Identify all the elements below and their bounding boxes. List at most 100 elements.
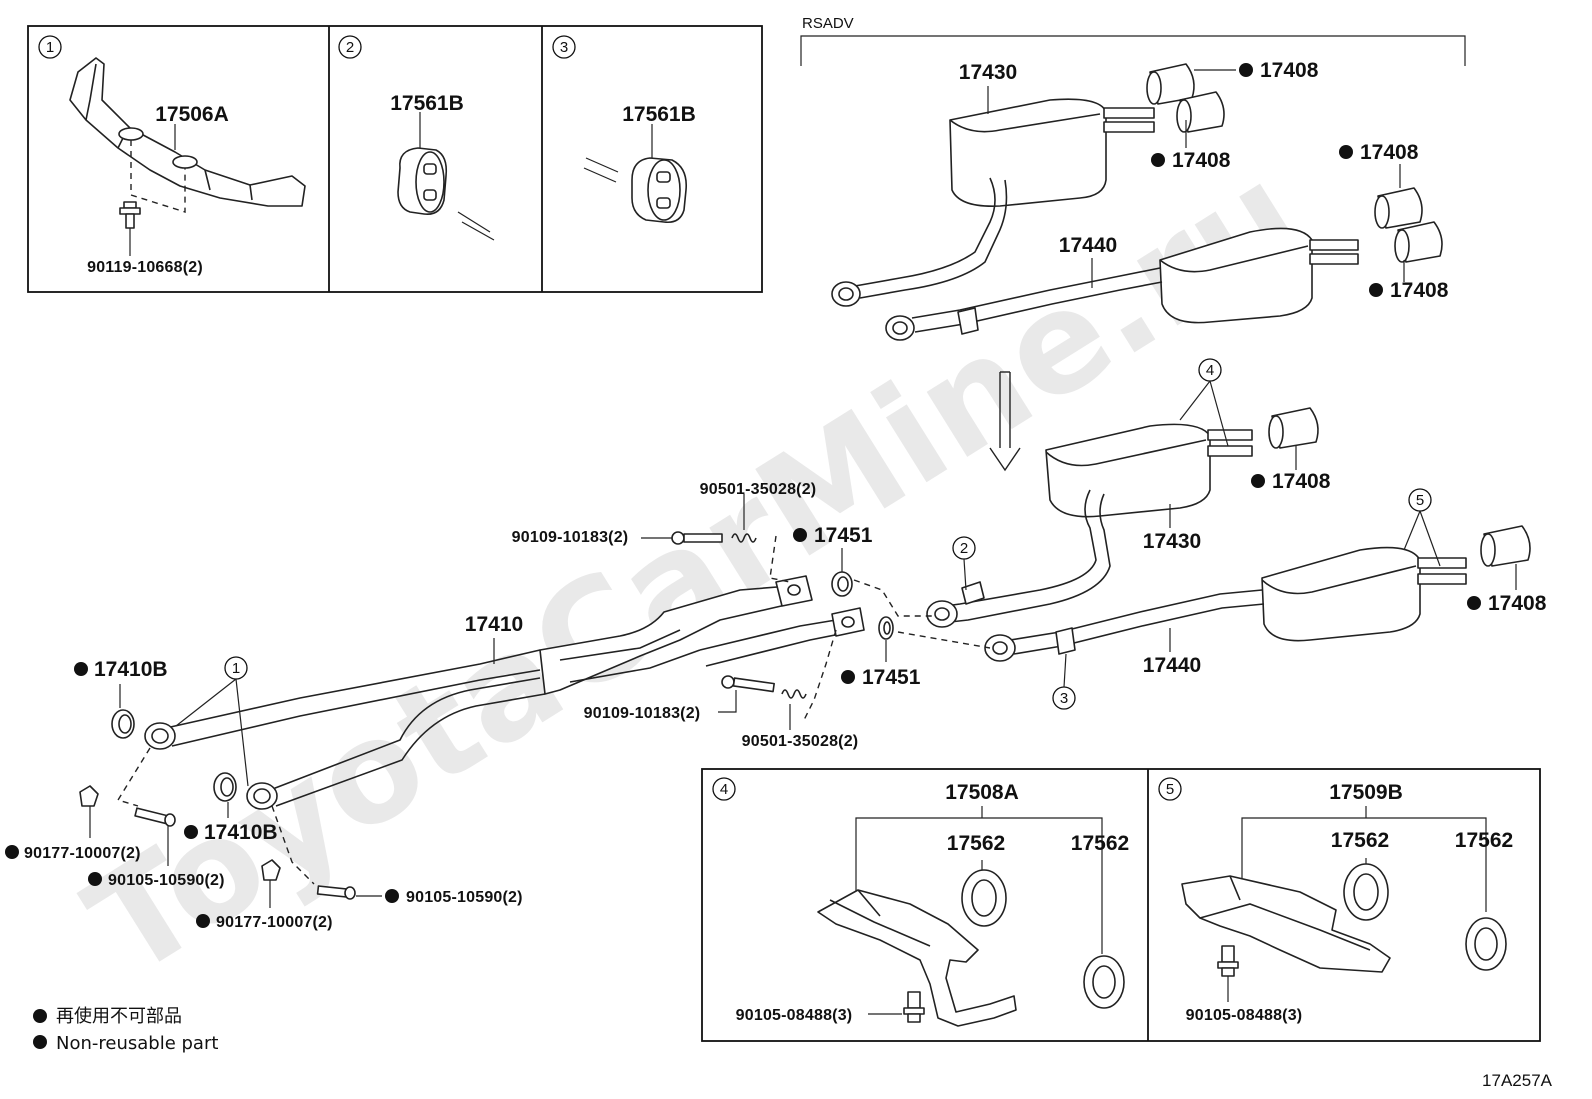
bolt-icon — [134, 807, 176, 827]
bracket-17508a-icon — [817, 889, 1017, 1027]
label-17410b-b: 17410B — [204, 821, 278, 844]
bolt-icon — [721, 675, 775, 693]
detail-box-1: 1 17506A 90119-10668(2) — [38, 35, 306, 276]
front-pipe-17410-icon — [144, 575, 865, 810]
label-17451-b: 17451 — [862, 666, 921, 689]
detail-box-3: 3 17561B — [552, 35, 696, 224]
flange-nut-icon — [79, 785, 99, 807]
tail-tip-icon — [1176, 91, 1225, 133]
label-90177-10007-a: 90177-10007(2) — [24, 845, 141, 862]
rubber-hanger-icon — [1343, 863, 1389, 921]
callout-5: 5 — [1416, 492, 1424, 509]
bolt-icon — [1217, 945, 1239, 977]
legend-dot-icon — [33, 1009, 47, 1023]
label-17410: 17410 — [465, 613, 523, 636]
gasket-icon — [111, 709, 135, 739]
label-90105-08488-a: 90105-08488(3) — [736, 1007, 853, 1024]
legend-en: Non-reusable part — [56, 1033, 218, 1054]
detail-box-row-top: 1 17506A 90119-10668(2) 2 — [27, 25, 763, 293]
detail-box-4: 4 17508A 17562 17562 9010 — [712, 777, 1129, 1027]
label-17451-a: 17451 — [814, 524, 873, 547]
label-17561b-a: 17561B — [390, 92, 464, 115]
detail-box-row-bottom: 4 17508A 17562 17562 9010 — [701, 768, 1541, 1042]
rsadv-group: RSADV 17430 17440 — [800, 15, 1466, 341]
label-90177-10007-b: 90177-10007(2) — [216, 914, 333, 931]
rubber-hanger-icon — [1465, 917, 1507, 971]
legend-jp: 再使用不可部品 — [56, 1006, 182, 1027]
label-17440: 17440 — [1143, 654, 1201, 677]
label-rsadv-17440: 17440 — [1059, 234, 1117, 257]
tail-tip-icon — [1374, 187, 1423, 229]
rubber-hanger-icon — [397, 147, 448, 216]
label-90105-08488-b: 90105-08488(3) — [1186, 1007, 1303, 1024]
tail-tip-icon — [1268, 407, 1319, 449]
label-17408-a: 17408 — [1272, 470, 1331, 493]
rubber-hanger-icon — [1083, 955, 1125, 1009]
label-17408-b: 17408 — [1488, 592, 1547, 615]
label-rsadv-17408-1: 17408 — [1260, 59, 1319, 82]
rsadv-muffler-17440-icon — [885, 227, 1359, 341]
watermark: ToyotaCarMine.ru — [62, 133, 1329, 1009]
detail-box-2: 2 17561B — [338, 35, 495, 241]
callout-circle-3: 3 — [560, 39, 568, 56]
label-rsadv-17408-2: 17408 — [1172, 149, 1231, 172]
spring-washer-icon — [781, 689, 807, 699]
callout-circle-1: 1 — [46, 39, 54, 56]
gasket-icon — [213, 772, 237, 802]
callout-3: 3 — [1060, 690, 1068, 707]
label-17561b-b: 17561B — [622, 103, 696, 126]
detail-box-frame-top — [27, 25, 763, 293]
label-90105-10590-a: 90105-10590(2) — [108, 872, 225, 889]
label-17562-d: 17562 — [1455, 829, 1513, 852]
tail-tip-icon — [1394, 221, 1443, 263]
label-17410b-a: 17410B — [94, 658, 168, 681]
bracket-17509b-icon — [1181, 875, 1391, 973]
callout-4: 4 — [1206, 362, 1214, 379]
bracket-17506a-icon — [69, 57, 306, 207]
gasket-icon — [878, 616, 894, 640]
label-17562-a: 17562 — [947, 832, 1005, 855]
rsadv-muffler-17430-icon — [831, 98, 1155, 307]
label-90119-10668: 90119-10668(2) — [87, 259, 203, 276]
label-rsadv-17408-3: 17408 — [1360, 141, 1419, 164]
muffler-17440-icon — [984, 546, 1467, 662]
flange-nut-icon — [261, 859, 281, 881]
callout-circle-5: 5 — [1166, 781, 1174, 798]
bolt-icon — [903, 991, 925, 1023]
label-17508a: 17508A — [945, 781, 1019, 804]
callout-circle-2: 2 — [346, 39, 354, 56]
callout-circle-4: 4 — [720, 781, 728, 798]
label-17509b: 17509B — [1329, 781, 1403, 804]
spring-washer-icon — [731, 533, 757, 543]
muffler-17430-icon — [926, 423, 1253, 628]
detail-box-5: 5 17509B 17562 17562 9010 — [1158, 777, 1513, 1024]
legend-dot-icon — [33, 1035, 47, 1049]
label-90109-10183-mid: 90109-10183(2) — [584, 705, 701, 722]
tail-tip-icon — [1480, 525, 1531, 567]
figure-code: 17A257A — [1482, 1071, 1553, 1090]
label-90105-10590-b: 90105-10590(2) — [406, 889, 523, 906]
rubber-hanger-icon — [631, 157, 688, 224]
gasket-icon — [831, 571, 853, 597]
bolt-icon — [316, 885, 356, 900]
arrow-down-icon — [989, 371, 1021, 472]
callout-2: 2 — [960, 540, 968, 557]
label-90501-35028-mid: 90501-35028(2) — [742, 733, 859, 750]
label-17562-b: 17562 — [1071, 832, 1129, 855]
bolt-icon — [671, 531, 723, 545]
bolt-icon — [119, 201, 141, 229]
label-17430: 17430 — [1143, 530, 1201, 553]
label-90501-35028-top: 90501-35028(2) — [700, 481, 817, 498]
legend: 再使用不可部品 Non-reusable part — [33, 1006, 218, 1054]
label-rsadv-17430: 17430 — [959, 61, 1017, 84]
label-17562-c: 17562 — [1331, 829, 1389, 852]
tail-tip-icon — [1146, 63, 1195, 105]
label-rsadv-17408-4: 17408 — [1390, 279, 1449, 302]
label-90109-10183-top: 90109-10183(2) — [512, 529, 629, 546]
callout-1: 1 — [232, 660, 240, 677]
main-assembly: 17430 17440 17408 17408 — [5, 358, 1547, 931]
label-17506a: 17506A — [155, 103, 229, 126]
rubber-hanger-icon — [961, 869, 1007, 927]
detail-box-frame-bottom — [701, 768, 1541, 1042]
